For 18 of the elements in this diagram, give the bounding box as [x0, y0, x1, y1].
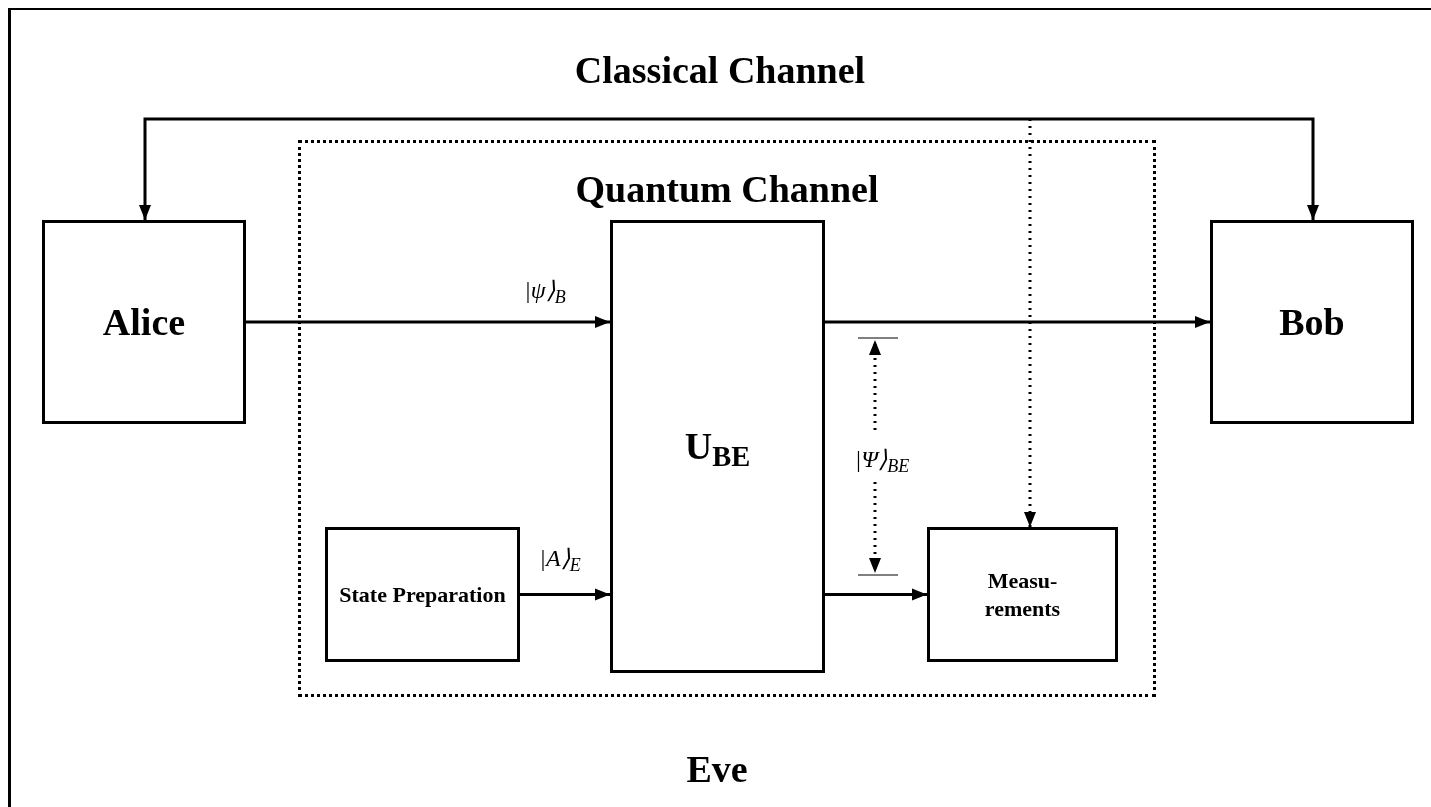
node-label: State Preparation [339, 580, 506, 609]
arrow [825, 316, 1210, 328]
process-box [325, 527, 520, 662]
arrow [139, 117, 1319, 220]
process-box [927, 527, 1118, 662]
node-label: Measu- rements [983, 567, 1062, 622]
dotted-region [298, 140, 1156, 697]
node-label: U$_{BE}$ [684, 424, 751, 475]
arrow [246, 316, 610, 328]
process-box [610, 220, 825, 673]
arrow [520, 588, 610, 601]
node-label: Bob [1279, 299, 1345, 345]
process-box [1210, 220, 1414, 424]
node-label: Alice [102, 299, 186, 345]
process-box [42, 220, 246, 424]
arrow [825, 588, 927, 601]
region-title: Quantum Channel [575, 167, 879, 212]
dotted-arrow [1024, 119, 1036, 527]
